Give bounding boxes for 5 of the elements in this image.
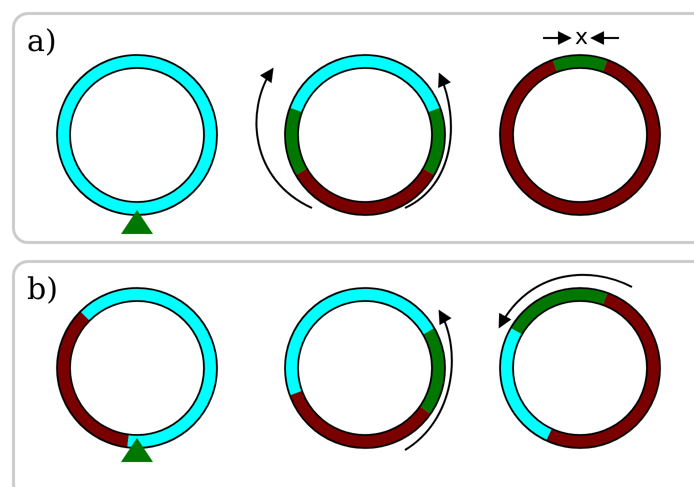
panel [12,260,694,487]
panel-label: b) [27,275,58,305]
panel-label: a) [27,27,57,57]
panel [12,12,694,244]
gap-label: x [575,27,588,49]
